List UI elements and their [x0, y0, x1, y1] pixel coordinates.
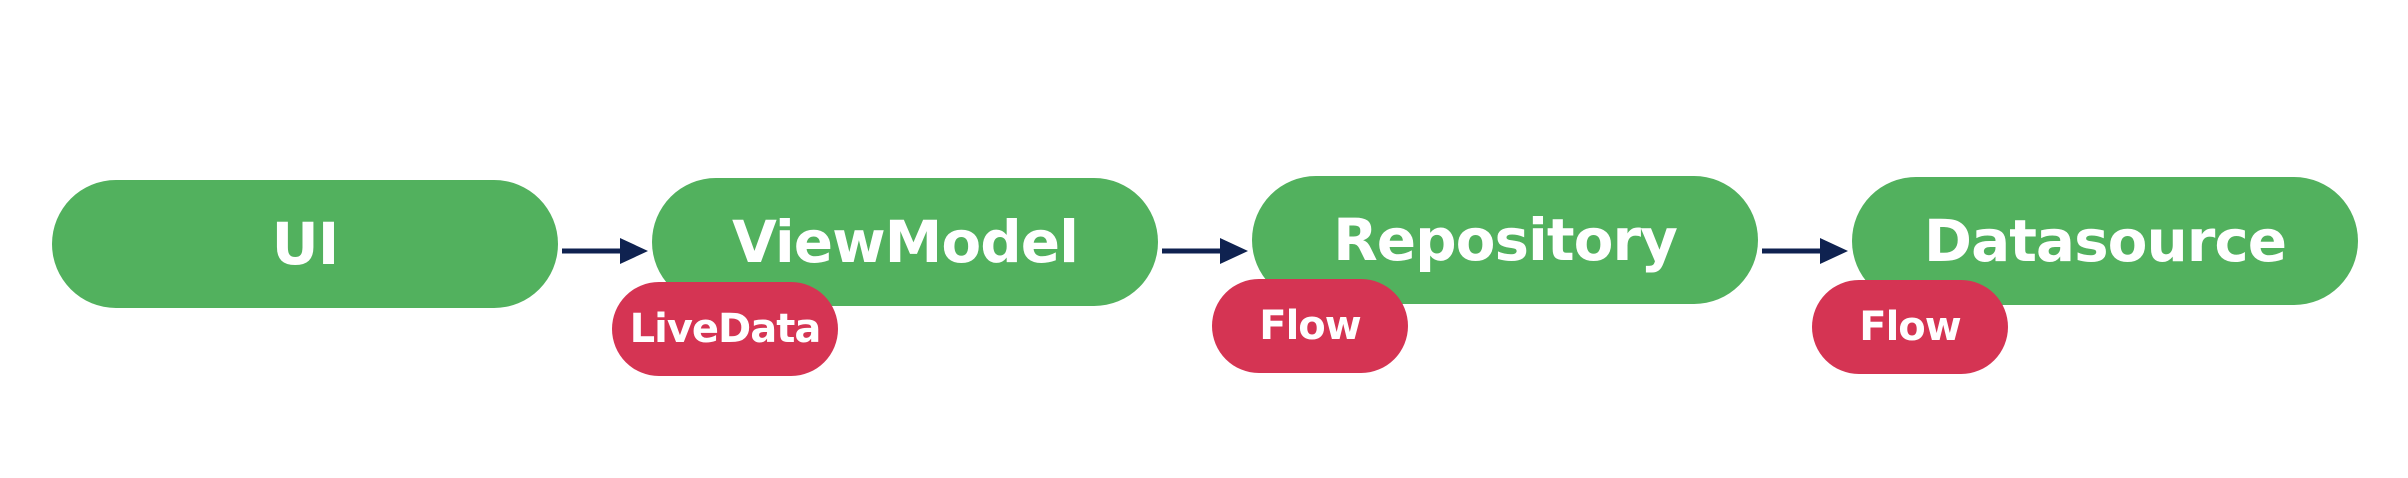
node-viewmodel-label: ViewModel: [732, 208, 1079, 276]
node-repository-label: Repository: [1333, 206, 1678, 274]
tag-livedata-label: LiveData: [629, 306, 822, 352]
node-ui-label: UI: [271, 210, 340, 278]
arrow-repository-to-datasource: [1762, 236, 1848, 266]
tag-flow-datasource-label: Flow: [1859, 304, 1961, 350]
tag-flow-datasource: Flow: [1812, 280, 2008, 374]
node-ui: UI: [52, 180, 558, 308]
tag-flow-repository-label: Flow: [1259, 303, 1361, 349]
node-datasource-label: Datasource: [1923, 207, 2287, 275]
tag-livedata: LiveData: [612, 282, 838, 376]
arrow-viewmodel-to-repository: [1162, 236, 1248, 266]
arrow-ui-to-viewmodel: [562, 236, 648, 266]
tag-flow-repository: Flow: [1212, 279, 1408, 373]
